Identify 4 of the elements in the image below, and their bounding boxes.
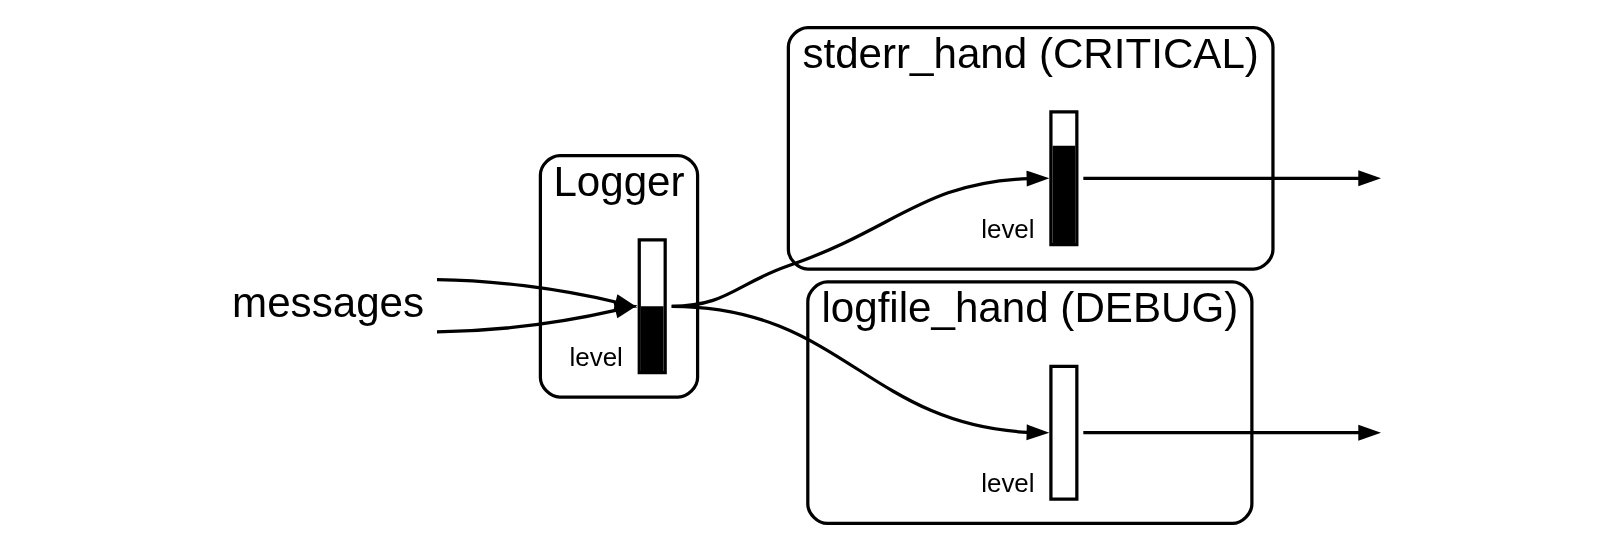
node-label: level — [569, 342, 623, 371]
node-text: messages — [232, 278, 425, 326]
node-label: level — [981, 214, 1035, 243]
node-label: level — [981, 469, 1035, 498]
